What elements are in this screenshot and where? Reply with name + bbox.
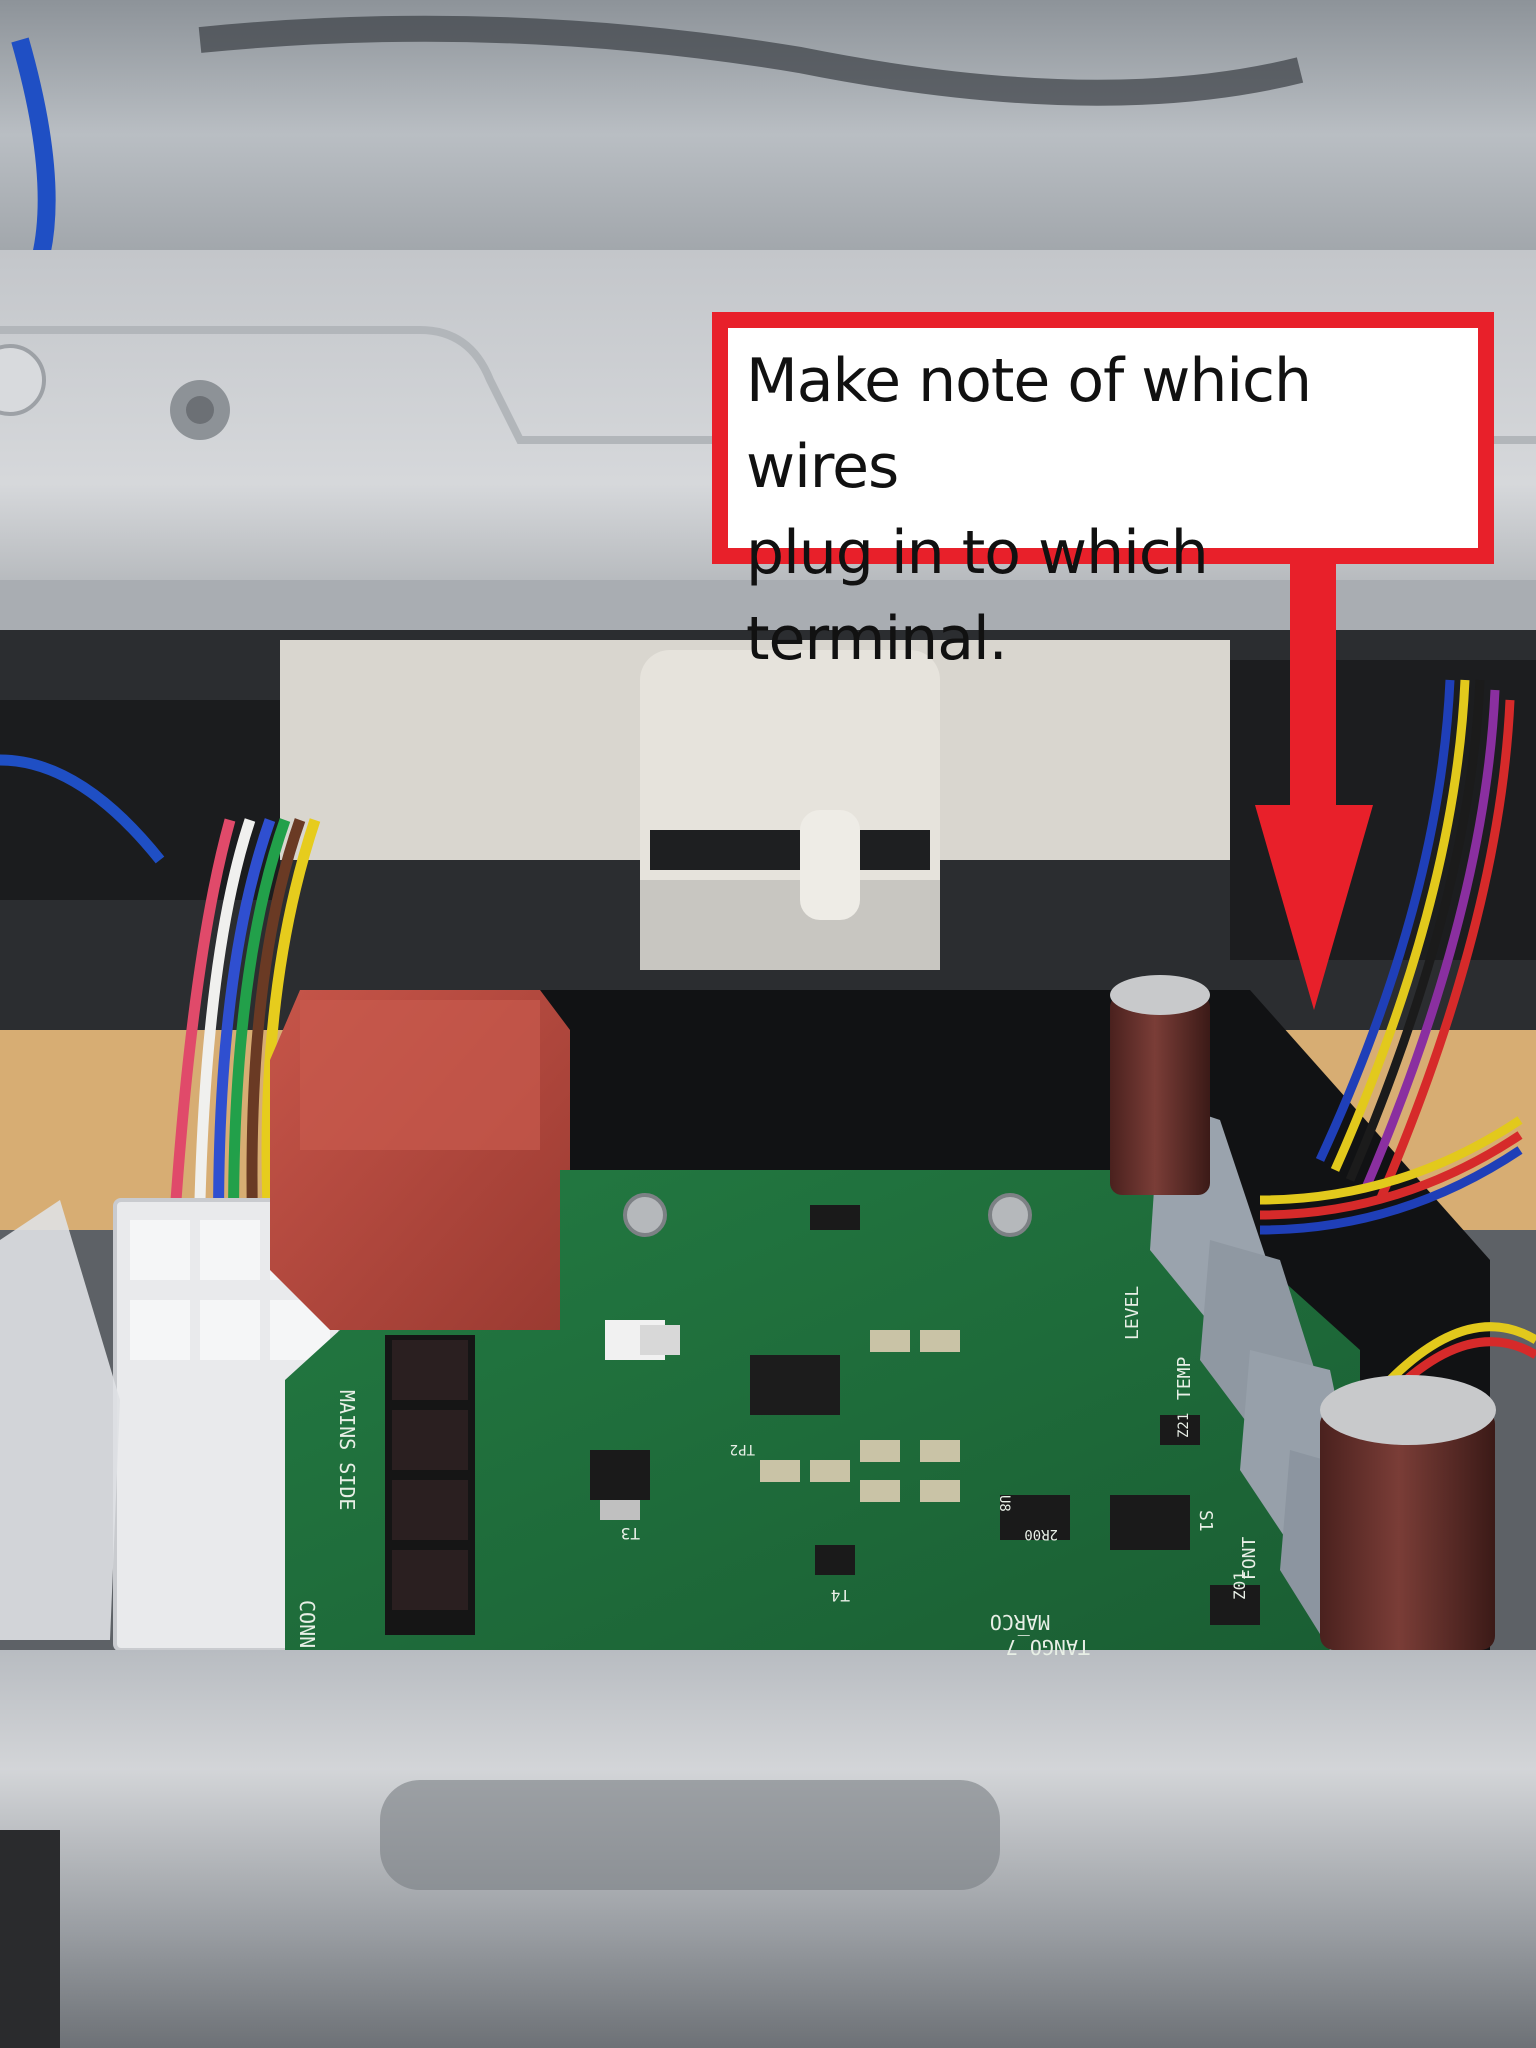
label-font: FONT: [1239, 1536, 1260, 1580]
callout-arrow: [1255, 564, 1373, 1010]
microcontroller: [750, 1355, 840, 1415]
callout-box: Make note of which wires plug in to whic…: [712, 312, 1494, 674]
label-2r00: 2R00: [1024, 1526, 1058, 1542]
label-conn: CONN: [295, 1600, 319, 1648]
label-z21: Z21: [1176, 1413, 1192, 1438]
label-u8: U8: [996, 1495, 1012, 1512]
cable-tie: [800, 810, 860, 920]
callout-line-1: Make note of which wires: [746, 346, 1312, 502]
label-temp: TEMP: [1174, 1356, 1195, 1400]
label-tp2: TP2: [730, 1441, 755, 1457]
label-mains-side: MAINS SIDE: [335, 1390, 359, 1510]
board-components: [590, 1193, 1260, 1625]
arrow-head: [1255, 805, 1373, 1010]
blue-wire-top: [11, 37, 56, 263]
label-s1: S1: [1195, 1510, 1216, 1532]
label-t3: T3: [621, 1524, 640, 1543]
label-z01: Z01: [1230, 1571, 1249, 1600]
capacitor-top: [1110, 975, 1210, 1195]
cable-upper: [198, 15, 1304, 106]
transformer: [270, 990, 570, 1330]
label-t4: T4: [831, 1586, 850, 1605]
label-model: TANGO_7: [1006, 1635, 1090, 1659]
callout-line-2: plug in to which terminal.: [746, 518, 1209, 674]
label-level: LEVEL: [1122, 1286, 1143, 1340]
relay-column: [385, 1335, 475, 1635]
label-brand: MARCO: [990, 1610, 1050, 1634]
wire-bundle-right: [1259, 679, 1536, 1399]
capacitor-bottom: [1320, 1375, 1496, 1650]
